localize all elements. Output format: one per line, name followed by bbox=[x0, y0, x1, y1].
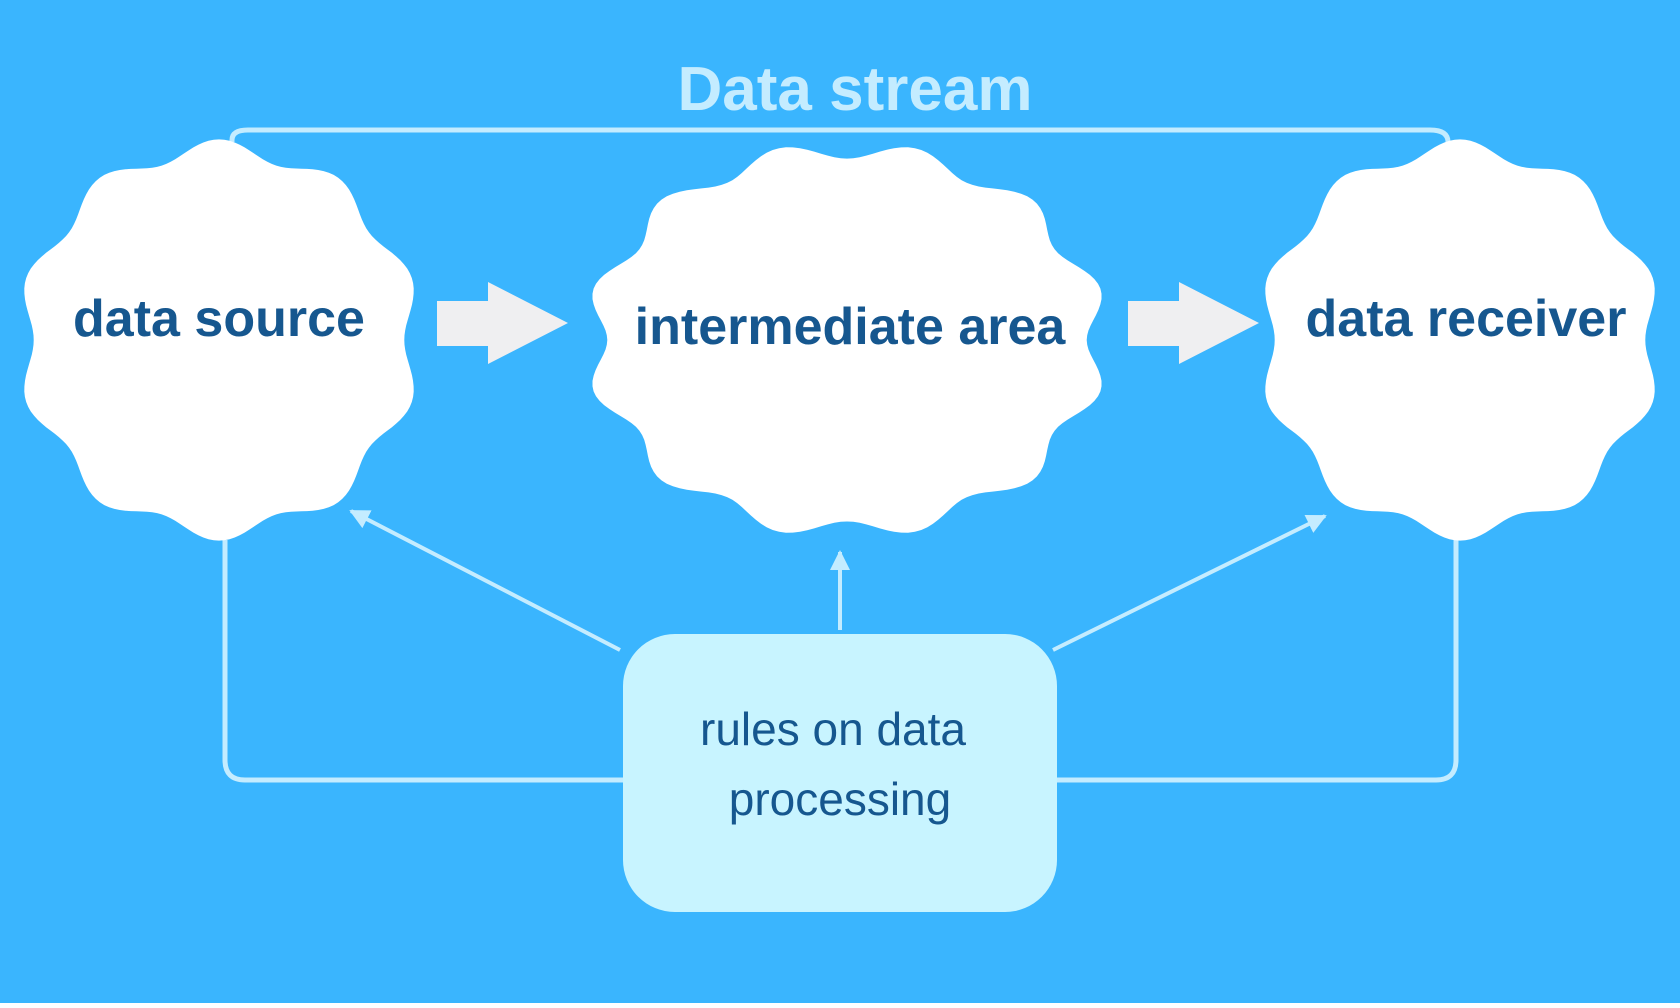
diagram-title: Data stream bbox=[678, 55, 1033, 124]
data-source-label: data source bbox=[73, 290, 365, 348]
rules-label-line-2: processing bbox=[729, 773, 951, 825]
rules-box bbox=[623, 634, 1057, 912]
bottom-edge bbox=[0, 1003, 1680, 1008]
data-receiver-label: data receiver bbox=[1306, 290, 1627, 348]
data-receiver-cloud bbox=[1265, 139, 1655, 541]
flow-arrow-intermediate-to-receiver bbox=[1128, 282, 1259, 364]
intermediate-area-cloud bbox=[592, 147, 1102, 533]
intermediate-area-label: intermediate area bbox=[635, 298, 1067, 356]
data-stream-connector bbox=[229, 127, 1451, 143]
data-source-cloud bbox=[24, 139, 414, 541]
rules-arrow-to-receiver bbox=[1052, 514, 1327, 652]
rules-connector-left bbox=[222, 540, 625, 783]
rules-connector-right bbox=[1056, 540, 1459, 783]
flow-arrow-source-to-intermediate bbox=[437, 282, 568, 364]
rules-label-line-1: rules on data bbox=[700, 703, 966, 755]
rules-arrow-to-source bbox=[349, 509, 621, 652]
